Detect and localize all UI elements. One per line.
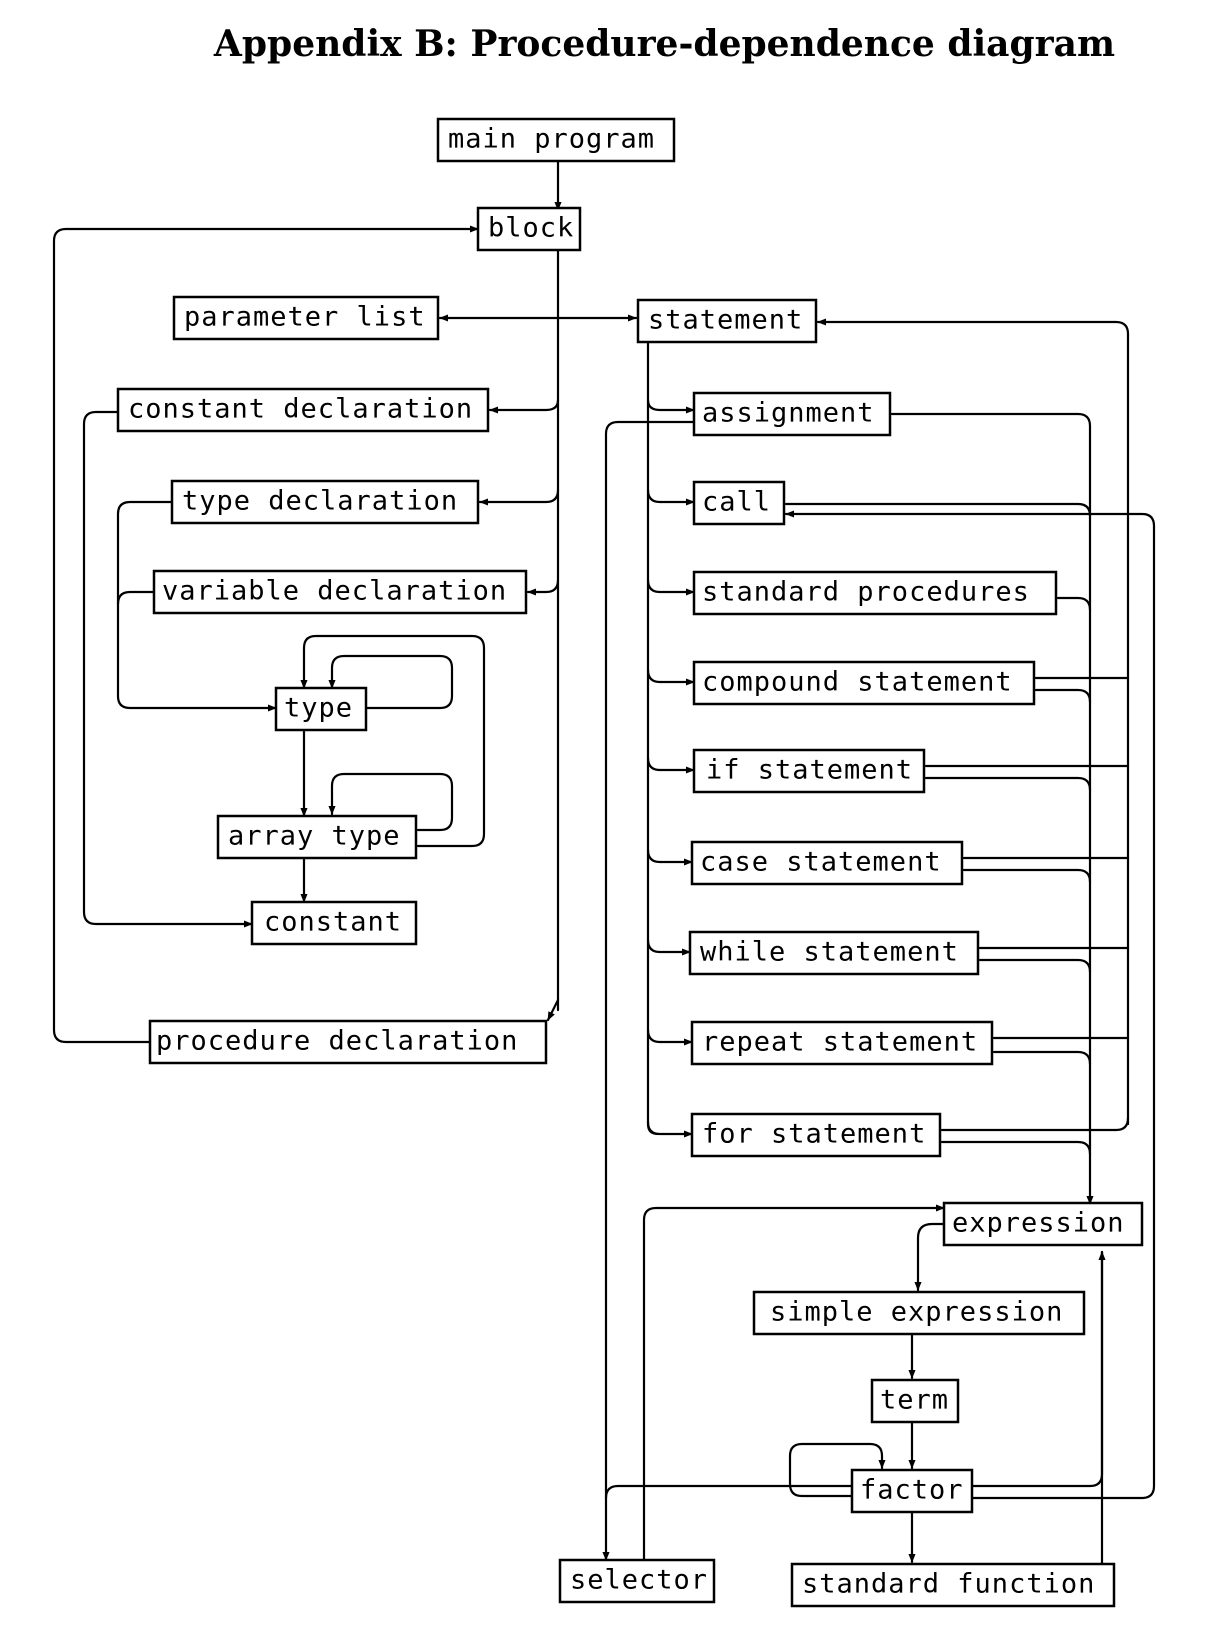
node-type: type [274,686,368,732]
node-label: variable declaration [162,576,507,607]
node-parameter-list: parameter list [172,295,440,341]
node-label: standard function [802,1569,1095,1600]
node-label: procedure declaration [156,1026,518,1057]
node-label: constant declaration [128,394,473,425]
node-factor: factor [850,1468,974,1514]
node-label: simple expression [770,1297,1063,1328]
node-label: type [284,693,353,724]
page-title: Appendix B: Procedure-dependence diagram [213,23,1116,65]
node-label: term [880,1385,949,1416]
edge-case-to-expression [962,868,1092,884]
edge-for-to-statement [940,1116,1130,1132]
node-statement: statement [636,298,818,344]
node-constant-declaration: constant declaration [116,387,490,433]
node-label: compound statement [702,667,1013,698]
node-standard-function: standard function [790,1562,1116,1608]
node-constant: constant [250,900,418,946]
edge-statement-to-case [646,848,694,866]
edge-constant-declaration-to-constant [82,410,254,928]
edge-block-to-type-declaration [478,488,560,506]
edge-for-to-expression [940,1140,1092,1156]
node-label: constant [264,907,402,938]
node-term: term [870,1378,960,1424]
edge-block-to-constant-declaration [488,398,560,414]
edge-assignment-to-selector [602,420,696,1562]
edge-assignment-to-expression [890,412,1092,428]
edge-repeat-to-expression [992,1050,1092,1066]
node-label: parameter list [184,302,426,333]
node-compound-statement: compound statement [692,660,1036,706]
edge-statement-to-standard-procedures [646,578,696,596]
node-label: main program [448,124,655,155]
node-procedure-declaration: procedure declaration [148,1019,548,1065]
edges [52,159,1156,1568]
node-for-statement: for statement [690,1112,942,1158]
node-label: assignment [702,398,875,429]
node-label: if statement [706,755,913,786]
node-while-statement: while statement [688,930,980,976]
node-label: for statement [702,1119,926,1150]
edge-factor-to-selector [604,1484,854,1500]
edge-expression-to-simple-expression [914,1222,946,1292]
edge-factor-self-loop [788,1442,886,1498]
edge-if-to-expression [924,776,1092,792]
node-label: factor [860,1475,964,1506]
node-simple-expression: simple expression [752,1290,1086,1336]
edge-while-to-expression [978,958,1092,974]
edge-factor-to-call [784,510,1156,1500]
edge-statement-to-repeat [646,1028,694,1046]
node-array-type: array type [216,814,418,860]
node-label: expression [952,1208,1125,1239]
edge-array-type-self-loop [328,772,454,832]
node-label: while statement [700,937,959,968]
node-type-declaration: type declaration [170,479,480,525]
node-assignment: assignment [692,391,892,437]
edge-standard-procedures-to-expression [1056,596,1092,612]
edge-variable-declaration-to-type [116,590,156,606]
statement-trunk [646,338,660,1136]
node-call: call [692,480,786,526]
node-label: array type [228,821,401,852]
edge-selector-to-expression [642,1204,946,1568]
node-label: statement [648,305,803,336]
node-label: standard procedures [702,577,1030,608]
node-label: call [702,487,771,518]
edge-block-to-procedure-declaration [546,998,560,1022]
edge-statement-to-assignment [646,398,696,414]
node-label: type declaration [182,486,458,517]
node-expression: expression [942,1201,1144,1247]
return-bus-to-statement [816,318,1130,1126]
node-main-program: main program [436,117,676,163]
edge-statement-to-compound [646,668,696,686]
edge-array-type-to-type [300,634,486,848]
edge-factor-to-expression [970,1250,1106,1488]
node-label: repeat statement [702,1027,978,1058]
node-label: selector [570,1565,708,1596]
edge-compound-to-expression [1034,688,1092,704]
node-label: block [488,213,574,244]
edge-procedure-to-block [52,225,480,1044]
node-if-statement: if statement [692,748,926,794]
edge-statement-to-call [646,488,696,506]
node-block: block [476,206,582,252]
edge-block-to-variable-declaration [526,578,560,596]
node-repeat-statement: repeat statement [690,1020,994,1066]
edge-statement-to-for [646,1120,694,1138]
node-label: case statement [700,847,942,878]
node-standard-procedures: standard procedures [692,570,1058,616]
edge-type-self-loop [328,654,454,710]
node-case-statement: case statement [690,840,964,886]
node-variable-declaration: variable declaration [152,569,528,615]
node-selector: selector [558,1558,716,1604]
edge-statement-to-while [646,938,692,956]
edge-statement-to-if [646,756,696,774]
